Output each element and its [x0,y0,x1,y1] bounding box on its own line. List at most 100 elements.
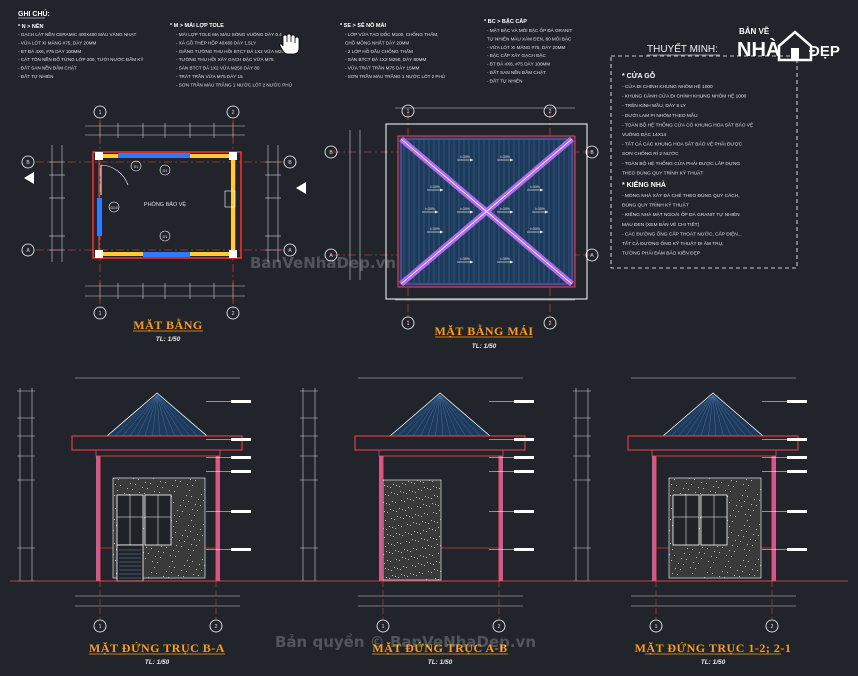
elevation-title: MẶT ĐỨNG TRỤC B-A [89,641,225,655]
axis-bubble: 1 [401,104,415,118]
axis-bubble: 1 [401,316,415,330]
note-line: - VỮA LÓT XI MĂNG #75, DÀY 20MM [18,39,96,45]
note-line: VUÔNG ĐẶC 14X14 [622,131,667,138]
notes-floor-list: - GẠCH LÁT NỀN CERAMIC 400X400 MÀU VÀNG … [18,31,144,79]
svg-text:2: 2 [771,624,774,630]
note-line: - KHUNG CÁNH CỬA ĐI CHÍNH KHUNG NHÔM HỆ … [622,92,747,100]
note-line: - BT ĐÁ 4X6, #75 DÀY 100MM [18,48,81,54]
svg-text:A: A [26,248,30,254]
section-arrow-icon [296,182,306,194]
axis-bubble: 1 [93,619,107,633]
slope-label: i=30% [500,207,510,211]
logo-top-text: BẢN VẼ [739,27,770,36]
axis-bubble: B [324,145,338,159]
notes-gutter-list: - LỚP VỮA TẠO DỐC M100, CHỐNG THẤM, CHỖ … [345,31,445,79]
slope-arrow: i=30% [497,257,513,264]
svg-text:B: B [26,160,30,166]
note-line: - TOÀN BỘ HỆ THỐNG CỬA CÓ KHUNG HOA SẮT … [622,120,753,128]
notes-roof-title: * M > MÁI LỢP TOLE [170,22,224,29]
elevation-title: MẶT ĐỨNG TRỤC 1-2; 2-1 [635,641,792,655]
svg-text:B: B [590,150,594,156]
notes-block: GHI CHÚ: * N > NỀN - GẠCH LÁT NỀN CERAMI… [18,9,573,87]
house-icon [777,30,813,62]
elevation-title: MẶT ĐỨNG TRỤC A-B [372,641,507,655]
note-line: - CỬA ĐI CHÍNH KHUNG NHÔM HỆ 1000 [622,82,713,90]
notes-heading: GHI CHÚ: [18,9,50,18]
note-line: - ĐẤT SAN NỀN ĐẦM CHẶT [18,65,77,71]
note-line: - KIẾNG NHÀ MẶT NGOÀI ỐP ĐÁ GRANIT TỰ NH… [622,210,740,218]
svg-text:B: B [288,160,292,166]
slope-label: i=30% [460,155,470,159]
note-line: TƯỜNG PHẢI ĐẢM BẢO KIẾN ĐẸP [622,250,700,257]
slope-label: i=30% [430,227,440,231]
svg-text:2: 2 [498,624,501,630]
svg-text:B: B [329,150,333,156]
svg-text:1: 1 [655,624,658,630]
svg-text:1: 1 [407,109,410,115]
axis-bubble: A [585,248,599,262]
svg-text:1: 1 [382,624,385,630]
notes-gutter-title: * SE > SÊ NÔ MÁI [340,21,386,29]
slope-label: i=30% [500,155,510,159]
axis-bubble: 1 [376,619,390,633]
note-line: - GIẰNG TƯỜNG THU HỒI BTCT ĐÁ 1X2 VỮA M2… [176,47,287,54]
note-line: MÀU ĐEN (XEM BẢN VẼ CHI TIẾT) [622,221,700,228]
note-line: - MẶT BẬC VÀ MÕI BẬC ỐP ĐÁ GRANIT [487,27,573,33]
note-line: - BẬC CẤP XÂY GẠCH ĐẶC [487,52,546,58]
slope-label: i=30% [460,207,470,211]
svg-text:1: 1 [99,624,102,630]
svg-text:2: 2 [549,109,552,115]
svg-text:1: 1 [99,311,102,317]
axis-bubble: 2 [226,306,240,320]
axis-bubble: 2 [209,619,223,633]
svg-text:A: A [288,248,292,254]
note-line: - SƠN TRẦN MÀU TRẮNG 1 NƯỚC LÓT 2 PHỦ [345,72,445,79]
axis-bubble: 2 [765,619,779,633]
elevation-scale: TL: 1/50 [145,659,170,666]
note-line: - CÁC ĐƯỜNG ỐNG CẤP THOÁT NƯỚC, CẤP ĐIỆN… [622,229,742,237]
room-label: PHÒNG BẢO VỆ [144,200,187,208]
legend-box: THUYẾT MINH: * CỬA GỖ - CỬA ĐI CHÍNH KHU… [610,42,798,269]
slope-arrow: i=30% [527,227,543,234]
slope-arrow: i=30% [527,185,543,192]
elevation-scale: TL: 1/50 [701,659,726,666]
axis-bubble: 2 [543,316,557,330]
elevation-scale: TL: 1/50 [428,659,453,666]
svg-text:2: 2 [549,321,552,327]
site-logo: BẢN VẼ NHÀ ĐẸP [737,27,840,62]
axis-bubble: 1 [649,619,663,633]
plan-scale: TL: 1/50 [156,336,181,343]
logo-mid-text: NHÀ [737,38,780,61]
legend-glass-title: * KIẾNG NHÀ [622,179,666,189]
svg-text:D24: D24 [110,205,118,210]
note-line: - ĐẤT TỰ NHIÊN [487,76,522,83]
logo-mid2-text: ĐẸP [809,43,840,60]
note-line: ĐÚNG QUY TRÌNH KỸ THUẬT [622,202,689,209]
slope-label: i=30% [460,257,470,261]
roof-title: MẶT BẰNG MÁI [434,323,533,338]
note-line: CHỖ MỎNG NHẤT DÀY 20MM [345,39,409,45]
axis-bubble: A [21,243,35,257]
svg-text:A: A [329,253,333,259]
note-line: - VỮA LÓT XI MĂNG #75, DÀY 20MM [487,44,565,50]
note-line: - SÀN BTCT ĐÁ 1X2 VỮA M250 DÀY 80 [176,65,260,71]
slope-label: i=30% [500,257,510,261]
axis-bubble: A [324,248,338,262]
svg-text:S1: S1 [134,164,140,169]
legend-door-list: - CỬA ĐI CHÍNH KHUNG NHÔM HỆ 1000 - KHUNG… [622,82,753,176]
note-line: SƠN CHỐNG RỈ 2 NƯỚC [622,150,679,157]
slope-arrow: i=30% [427,185,443,192]
slope-label: i=30% [535,207,545,211]
note-line: - BT ĐÁ 4X6, #75 DÀY 100MM [487,61,550,67]
note-line: - SƠN TRẦN MÀU TRẮNG 1 NƯỚC LÓT 2 NƯỚC P… [176,80,292,87]
slope-arrow: i=30% [497,207,513,214]
note-line: - SÀN BTCT ĐÁ 1X2 M250, DÀY 80MM [345,56,426,62]
slope-arrow: i=30% [457,257,473,264]
note-line: - TƯỜNG THU HỒI XÂY GẠCH ĐẶC VỮA M75 [176,56,274,62]
hand-cursor-icon [279,33,300,55]
note-line: - TOÀN BỘ HỆ THỐNG CỬA PHẢI ĐƯỢC LẮP DỰN… [622,159,740,167]
axis-bubble: 1 [93,306,107,320]
